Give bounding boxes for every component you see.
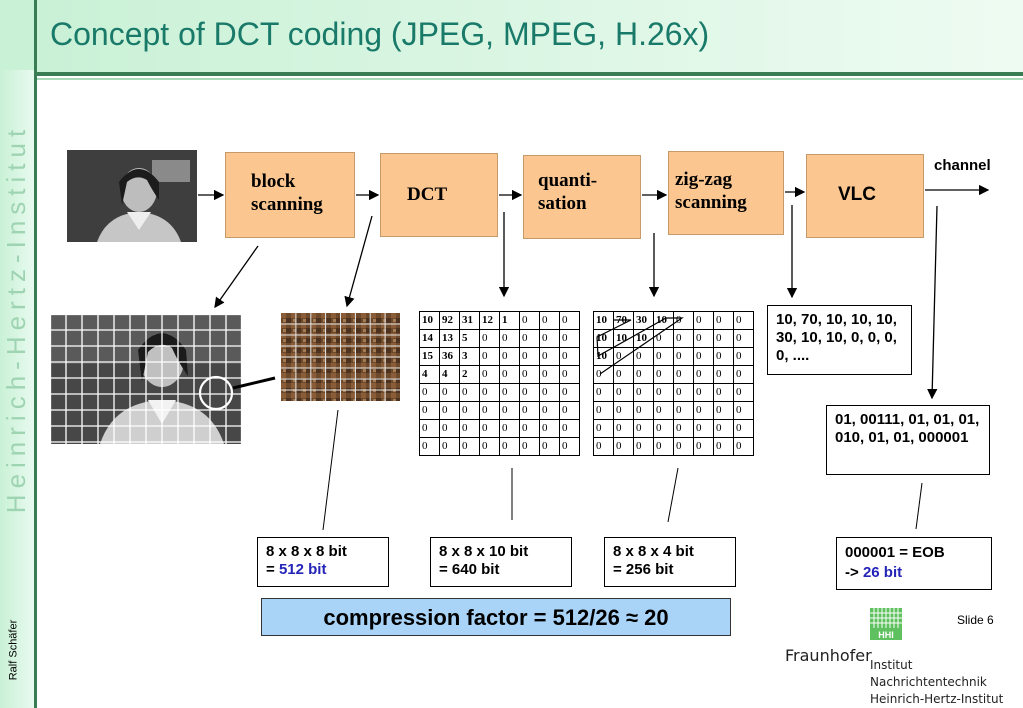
arrow-block-to-pixels: [344, 215, 373, 308]
source-frame-image: [67, 150, 197, 242]
hhi-logo-icon: HHI: [870, 608, 902, 640]
slide-title: Concept of DCT coding (JPEG, MPEG, H.26x…: [50, 16, 710, 52]
matrix-cell: 0: [733, 437, 754, 456]
header-divider: [37, 72, 1023, 76]
bit-box-10bit: 8 x 8 x 10 bit = 640 bit: [430, 537, 572, 587]
zigzag-path: [596, 317, 684, 375]
fraunhofer-brand: Fraunhofer: [785, 646, 872, 665]
connector-zigzag-bits: [667, 467, 679, 523]
coefficient-sequence-box: 10, 70, 10, 10, 10, 30, 10, 10, 0, 0, 0,…: [767, 305, 912, 375]
arrow-block-to-grid: [214, 245, 259, 309]
sidebar-top: [0, 0, 34, 70]
pointer-grid-to-block: [232, 376, 276, 390]
channel-label: channel: [934, 157, 991, 174]
arrow-to-codes: [927, 205, 938, 400]
compression-factor-banner: compression factor = 512/26 ≈ 20: [261, 598, 731, 636]
slide-number: Slide 6: [957, 613, 994, 627]
matrix-cell: 0: [559, 437, 580, 456]
matrix-cell: 0: [559, 311, 580, 330]
institute-name: Institut Nachrichtentechnik Heinrich-Her…: [870, 658, 1004, 706]
bit-value-26: 26 bit: [862, 564, 903, 581]
block-highlight-circle: [198, 375, 234, 411]
vlc-box: VLC: [806, 154, 924, 238]
matrix-cell: 0: [479, 437, 500, 456]
bit-box-8bit: 8 x 8 x 8 bit = 512 bit: [257, 537, 389, 587]
header-band: [37, 0, 1023, 72]
matrix-cell: 0: [653, 437, 674, 456]
logo-badge-text: HHI: [878, 630, 894, 640]
quantisation-box: quanti- sation: [523, 155, 641, 239]
block-scanning-box: block scanning: [225, 152, 355, 238]
vlc-codes-box: 01, 00111, 01, 01, 01, 010, 01, 01, 0000…: [826, 405, 990, 475]
pixel-block-image: [281, 313, 400, 401]
bit-value-512: 512 bit: [278, 561, 327, 578]
header-divider-light: [37, 78, 1023, 80]
matrix-cell: 0: [633, 437, 654, 456]
zigzag-box: zig-zag scanning: [668, 151, 784, 235]
eob-box: 000001 = EOB -> 26 bit: [836, 537, 992, 590]
connector-codes-eob: [915, 482, 923, 530]
bit-box-4bit: 8 x 8 x 4 bit = 256 bit: [604, 537, 736, 587]
connector-pixel-bits: [322, 409, 339, 531]
matrix-cell: 0: [419, 437, 440, 456]
dct-box: DCT: [380, 153, 498, 237]
sidebar: [0, 0, 37, 708]
